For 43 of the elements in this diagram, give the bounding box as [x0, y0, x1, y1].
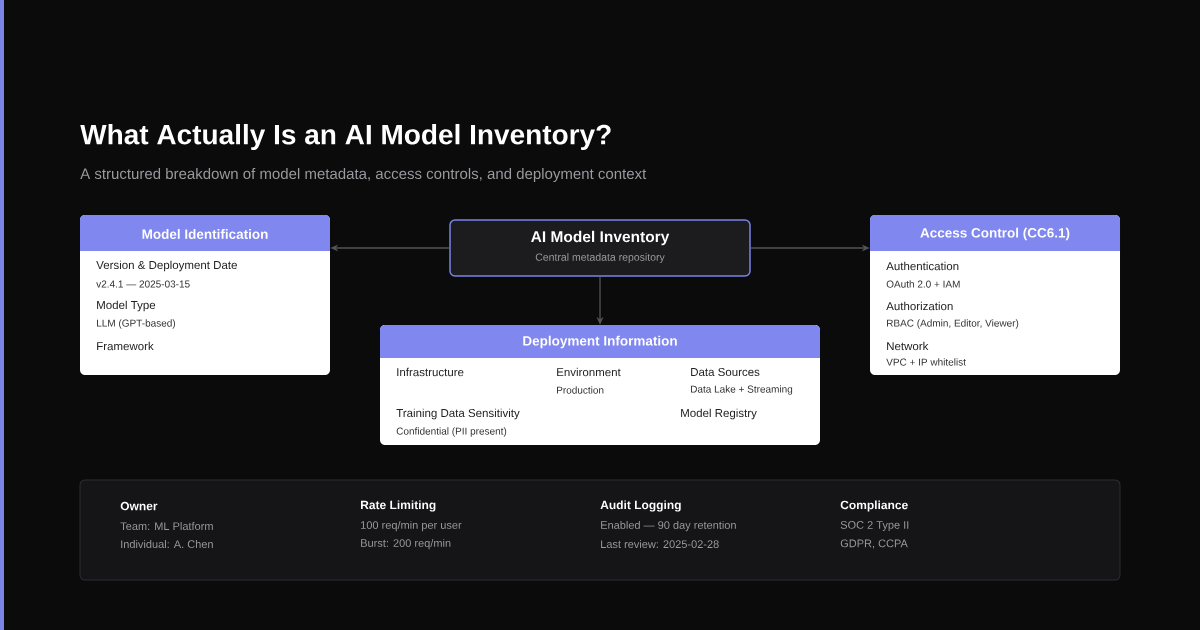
field-label: Framework — [97, 341, 154, 351]
section-text: GDPR, CCPA — [840, 539, 908, 549]
field-label: Version & Deployment Date — [96, 260, 237, 272]
section-heading: Rate Limiting — [361, 500, 436, 512]
section-text: SOC 2 Type II — [840, 521, 909, 531]
field-label: Infrastructure — [397, 367, 464, 377]
info-card — [80, 215, 330, 375]
field-label: Network — [887, 341, 929, 351]
card-heading: Model Identification — [142, 229, 268, 239]
hub-box — [449, 219, 751, 277]
field-label: Environment — [557, 367, 621, 377]
section-text: Last review: 2025-02-28 — [601, 539, 719, 549]
field-value: Data Lake + Streaming — [691, 385, 793, 395]
subtitle: A structured breakdown of model metadata, access controls, and deployment context — [80, 168, 647, 182]
info-card — [870, 215, 1120, 375]
card-heading: Access Control (CC6.1) — [920, 227, 1070, 241]
field-value: v2.4.1 — 2025-03-15 — [96, 280, 190, 288]
box-title: AI Model Inventory — [531, 230, 670, 246]
section-text: 100 req/min per user — [361, 520, 462, 532]
summary-panel — [79, 479, 1121, 581]
field-value: RBAC (Admin, Editor, Viewer) — [887, 319, 1019, 329]
box-subtitle: Central metadata repository — [535, 253, 665, 263]
field-value: LLM (GPT-based) — [97, 319, 176, 329]
field-value: VPC + IP whitelist — [886, 358, 966, 366]
field-value: Confidential (PII present) — [396, 427, 507, 437]
field-label: Authorization — [886, 301, 953, 311]
field-label: Authentication — [886, 261, 959, 271]
section-heading: Audit Logging — [600, 500, 681, 512]
field-label: Training Data Sensitivity — [396, 408, 520, 420]
section-text: Team: ML Platform — [120, 521, 213, 531]
field-label: Model Registry — [681, 408, 757, 420]
field-value: OAuth 2.0 + IAM — [886, 280, 960, 288]
field-label: Data Sources — [691, 367, 760, 377]
section-text: Burst: 200 req/min — [361, 538, 451, 550]
card-heading: Deployment Information — [523, 335, 677, 349]
page-title: What Actually Is an AI Model Inventory? — [80, 123, 611, 151]
field-label: Model Type — [97, 300, 156, 312]
info-card — [380, 325, 820, 445]
section-heading: Owner — [120, 501, 158, 511]
section-text: Individual: A. Chen — [121, 539, 213, 549]
section-text: Enabled — 90 day retention — [601, 520, 736, 532]
field-value: Production — [557, 386, 604, 394]
section-heading: Compliance — [840, 500, 908, 512]
